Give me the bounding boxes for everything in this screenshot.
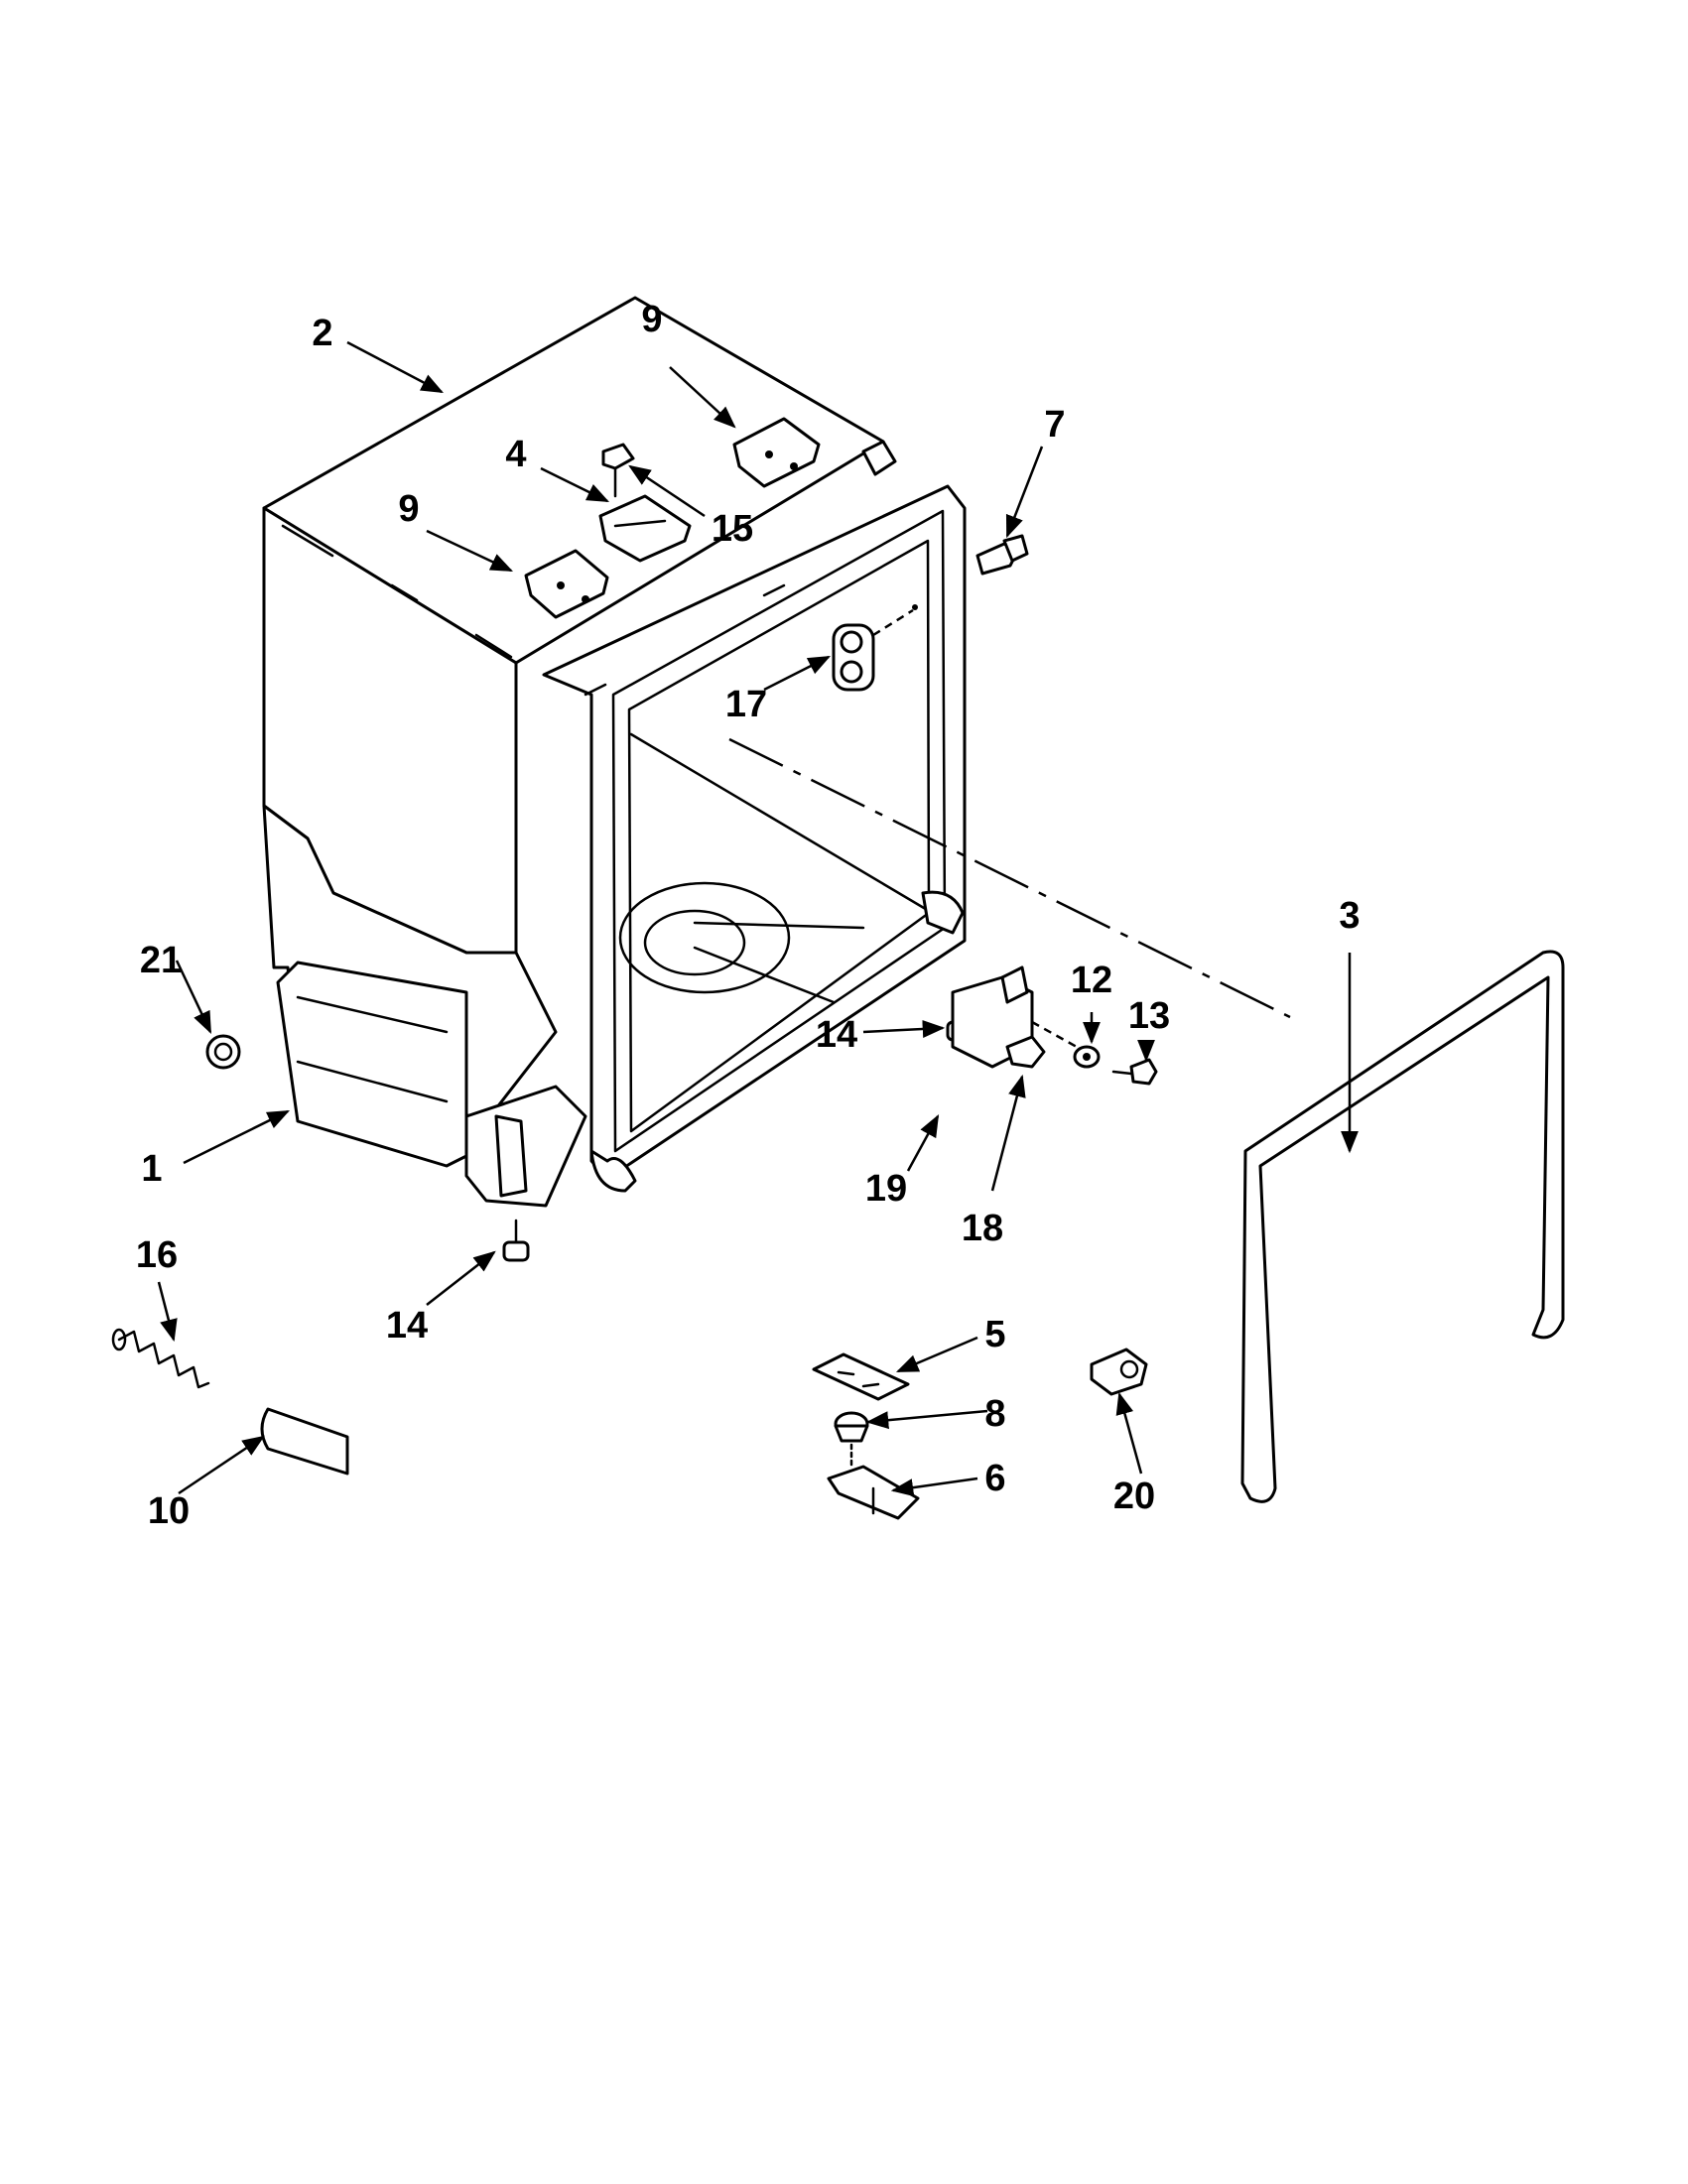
door-gasket (1240, 950, 1565, 1503)
callout-14-left: 14 (386, 1305, 428, 1347)
switch-bracket (827, 1443, 920, 1520)
callout-6: 6 (984, 1458, 1005, 1499)
washer (1073, 1045, 1101, 1069)
callout-labels: 1 2 3 4 5 6 7 8 9 9 10 12 13 14 14 15 16… (136, 299, 1361, 1532)
door-roller (832, 604, 918, 692)
callout-12: 12 (1071, 960, 1112, 1001)
callout-5: 5 (984, 1314, 1005, 1355)
callout-4: 4 (505, 434, 526, 475)
top-clip-front (524, 549, 609, 619)
leveling-leg-left (502, 1219, 530, 1262)
clip-plate (812, 1352, 910, 1401)
callout-1: 1 (141, 1148, 162, 1190)
callout-19: 19 (865, 1168, 907, 1210)
knob (205, 1034, 241, 1070)
callout-7: 7 (1044, 404, 1065, 446)
side-bracket-screw (1111, 1058, 1158, 1086)
bracket-screw (601, 443, 635, 498)
callout-10: 10 (148, 1490, 190, 1532)
callout-2: 2 (312, 313, 332, 354)
callout-15: 15 (712, 508, 753, 550)
callout-20: 20 (1113, 1476, 1155, 1517)
callout-13: 13 (1128, 995, 1170, 1037)
side-screw (975, 534, 1029, 576)
callout-14-right: 14 (816, 1014, 857, 1056)
latch (1090, 1348, 1148, 1396)
callout-3: 3 (1339, 895, 1360, 937)
plug (260, 1407, 349, 1476)
tub-assembly (262, 296, 967, 1208)
callout-8: 8 (984, 1393, 1005, 1435)
spring (111, 1328, 210, 1389)
callout-9-rear: 9 (641, 299, 662, 340)
leader-lines (157, 340, 1359, 1497)
callout-16: 16 (136, 1234, 178, 1276)
top-clip-rear (732, 417, 821, 488)
callout-18: 18 (962, 1208, 1003, 1249)
callout-9-front: 9 (398, 488, 419, 530)
callout-21: 21 (140, 940, 182, 981)
callout-17: 17 (725, 684, 767, 725)
bracket-screw-side (1005, 1035, 1046, 1069)
mounting-bracket (598, 494, 692, 563)
switch (834, 1411, 869, 1443)
